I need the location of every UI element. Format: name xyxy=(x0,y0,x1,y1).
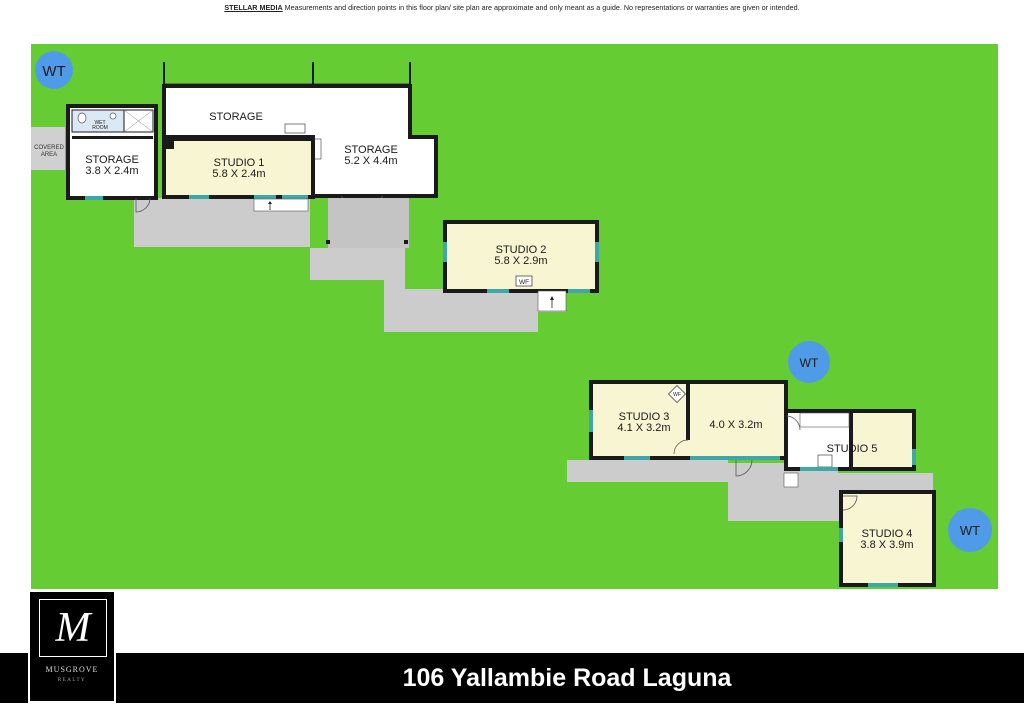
room-name: STUDIO 1 xyxy=(214,157,265,169)
wood-fire-label: WF xyxy=(673,392,681,398)
door-swing xyxy=(135,197,151,213)
covered-deck xyxy=(328,198,409,248)
covered-area-label: AREA xyxy=(41,152,57,158)
room-size: 4.0 X 3.2m xyxy=(709,419,762,431)
studio-2: STUDIO 2 5.8 X 2.9m WF xyxy=(443,220,599,312)
wood-fire-label: WF xyxy=(519,279,529,286)
storage-left-building: WET ROOM STORAGE 3.8 X 2.4m xyxy=(66,104,158,213)
disclaimer-brand: STELLAR MEDIA xyxy=(224,3,283,12)
disclaimer: STELLAR MEDIA Measurements and direction… xyxy=(0,3,1024,12)
room-name: STUDIO 4 xyxy=(862,528,913,540)
tree-icon xyxy=(35,51,73,89)
window xyxy=(690,456,780,460)
window xyxy=(568,289,590,293)
window xyxy=(589,410,593,432)
logo-sub: REALTY xyxy=(57,678,87,683)
tree-icon xyxy=(788,341,830,383)
window xyxy=(282,195,308,199)
window xyxy=(868,583,898,587)
logo-frame: M xyxy=(39,599,107,657)
studio-5: STUDIO 5 xyxy=(783,409,916,488)
wet-room-label: ROOM xyxy=(92,125,108,131)
door-swing xyxy=(673,439,689,455)
tree-label: WT xyxy=(960,523,980,538)
basin-icon xyxy=(109,112,117,120)
room-name: STUDIO 5 xyxy=(827,443,878,455)
wood-fire-icon xyxy=(668,385,686,403)
window xyxy=(254,195,276,199)
door-swing xyxy=(785,415,801,431)
footer-bar xyxy=(0,653,1024,703)
tree-markers: WT WT WT xyxy=(35,51,992,552)
window xyxy=(595,242,599,262)
logo-monogram: M xyxy=(55,605,91,651)
studio-3-building: STUDIO 3 4.1 X 3.2m WF 4.0 X 3.2m xyxy=(589,380,788,477)
room-size: 5.2 X 4.4m xyxy=(344,155,397,167)
window xyxy=(624,456,650,460)
tree-icon xyxy=(948,508,992,552)
tree-label: WT xyxy=(800,356,819,370)
window xyxy=(912,449,916,465)
studio-1: STUDIO 1 5.8 X 2.4m xyxy=(162,137,315,212)
wet-room-label: WET xyxy=(94,120,105,126)
door-swing xyxy=(842,495,858,511)
window xyxy=(839,528,843,542)
site-plan: WT WT WT COVERED AREA WET ROOM STORAGE 3… xyxy=(31,44,998,589)
room-size: 3.8 X 3.9m xyxy=(860,539,913,551)
tree-label: WT xyxy=(42,63,65,80)
wood-fire-icon xyxy=(515,275,533,287)
room-name: STORAGE xyxy=(209,111,263,123)
toilet-icon xyxy=(77,112,87,124)
room-name: STORAGE xyxy=(344,144,398,156)
window xyxy=(189,195,209,199)
steps xyxy=(783,472,799,488)
window xyxy=(800,467,838,471)
window xyxy=(487,289,509,293)
studio-4: STUDIO 4 3.8 X 3.9m xyxy=(839,490,936,587)
sink-icon xyxy=(817,454,833,468)
door-swing xyxy=(735,459,753,477)
sink-icon xyxy=(284,123,306,134)
room-size: 3.8 X 2.4m xyxy=(85,165,138,177)
room-name: STORAGE xyxy=(85,154,139,166)
agency-logo: M MUSGROVE REALTY xyxy=(28,590,116,703)
covered-area-label: COVERED xyxy=(34,145,64,151)
pathway xyxy=(31,127,933,521)
property-address: 106 Yallambie Road Laguna xyxy=(402,664,732,692)
room-size: 5.8 X 2.4m xyxy=(212,168,265,180)
room-size: 4.1 X 3.2m xyxy=(617,422,670,434)
window xyxy=(85,196,103,200)
room-name: STUDIO 3 xyxy=(619,411,670,423)
steps xyxy=(253,198,309,212)
disclaimer-text: Measurements and direction points in thi… xyxy=(282,3,800,12)
room-name: STUDIO 2 xyxy=(496,244,547,256)
room-size: 5.8 X 2.9m xyxy=(494,255,547,267)
logo-name: MUSGROVE xyxy=(45,665,99,674)
window xyxy=(443,242,447,262)
